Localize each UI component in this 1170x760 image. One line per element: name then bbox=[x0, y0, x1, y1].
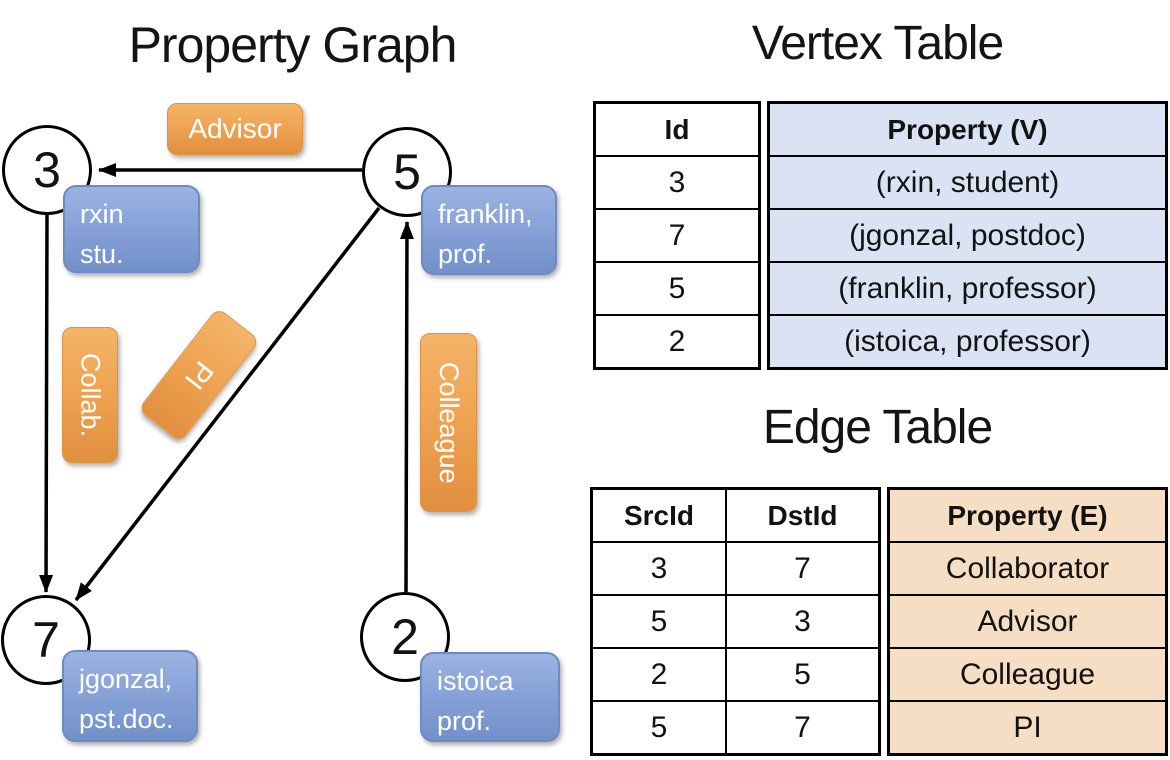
vertex-property-line: istoica bbox=[437, 666, 514, 696]
vertex-table-header-property: Property (V) bbox=[770, 104, 1165, 155]
vertex-property-line: pst.doc. bbox=[79, 704, 174, 734]
edge-table-header-srcid: SrcId bbox=[623, 499, 695, 531]
vertex-property-box-3: rxin stu. bbox=[63, 185, 200, 273]
table-cell: 7 bbox=[725, 700, 878, 753]
edge-label-colleague: Colleague bbox=[420, 333, 477, 512]
edge-label-advisor: Advisor bbox=[167, 103, 303, 155]
graph-node-5: 5 bbox=[362, 127, 452, 217]
edge-arrow-3-to-7 bbox=[39, 214, 54, 593]
table-cell: 3 bbox=[596, 155, 758, 208]
edge-table-title: Edge Table bbox=[762, 401, 993, 454]
table-cell: Colleague bbox=[890, 647, 1165, 700]
table-cell: 5 bbox=[596, 261, 758, 314]
node-id-label: 2 bbox=[391, 609, 419, 665]
vertex-property-line: franklin, bbox=[438, 199, 533, 229]
table-cell: 5 bbox=[593, 594, 725, 647]
edge-label-collab: Collab. bbox=[62, 327, 118, 463]
table-cell: Advisor bbox=[890, 594, 1165, 647]
table-cell: 7 bbox=[725, 541, 878, 594]
vertex-property-line: prof. bbox=[437, 706, 492, 736]
vertex-property-box-2: istoica prof. bbox=[420, 652, 560, 742]
vertex-property-box-7: jgonzal, pst.doc. bbox=[62, 650, 198, 742]
table-cell: PI bbox=[890, 700, 1165, 753]
vertex-property-line: rxin bbox=[80, 199, 124, 229]
graph-node-2: 2 bbox=[360, 592, 450, 682]
edge-arrow-2-to-5 bbox=[399, 221, 414, 593]
edge-table-header-property: Property (E) bbox=[890, 490, 1165, 541]
edge-arrow-5-to-7 bbox=[74, 206, 381, 602]
node-id-label: 7 bbox=[32, 612, 60, 668]
vertex-table-header-id: Id bbox=[664, 113, 690, 145]
table-cell: (istoica, professor) bbox=[770, 314, 1165, 367]
property-graph-title: Property Graph bbox=[128, 17, 458, 73]
table-cell: Collaborator bbox=[890, 541, 1165, 594]
table-cell: 2 bbox=[596, 314, 758, 367]
vertex-table-title: Vertex Table bbox=[751, 17, 1004, 70]
graph-edges-layer bbox=[39, 163, 414, 602]
vertex-property-box-5: franklin, prof. bbox=[421, 185, 557, 275]
table-cell: 3 bbox=[593, 541, 725, 594]
vertex-property-line: jgonzal, bbox=[79, 664, 173, 694]
node-id-label: 5 bbox=[393, 144, 421, 200]
vertex-property-line: prof. bbox=[438, 239, 493, 269]
table-cell: 5 bbox=[593, 700, 725, 753]
table-cell: 7 bbox=[596, 208, 758, 261]
table-cell: 5 bbox=[725, 647, 878, 700]
edge-table-id-columns: SrcId DstId 3 7 5 3 2 5 5 7 bbox=[590, 487, 881, 756]
vertex-table-id-column: Id 3 7 5 2 bbox=[593, 101, 761, 370]
node-id-label: 3 bbox=[33, 142, 61, 198]
table-cell: (jgonzal, postdoc) bbox=[770, 208, 1165, 261]
vertex-property-line: stu. bbox=[80, 239, 124, 269]
table-cell: 2 bbox=[593, 647, 725, 700]
edge-table-property-column: Property (E) Collaborator Advisor Collea… bbox=[887, 487, 1168, 756]
vertex-table-property-column: Property (V) (rxin, student) (jgonzal, p… bbox=[767, 101, 1168, 370]
edge-table-header-dstid: DstId bbox=[725, 490, 878, 541]
table-cell: (rxin, student) bbox=[770, 155, 1165, 208]
table-cell: (franklin, professor) bbox=[770, 261, 1165, 314]
table-cell: 3 bbox=[725, 594, 878, 647]
